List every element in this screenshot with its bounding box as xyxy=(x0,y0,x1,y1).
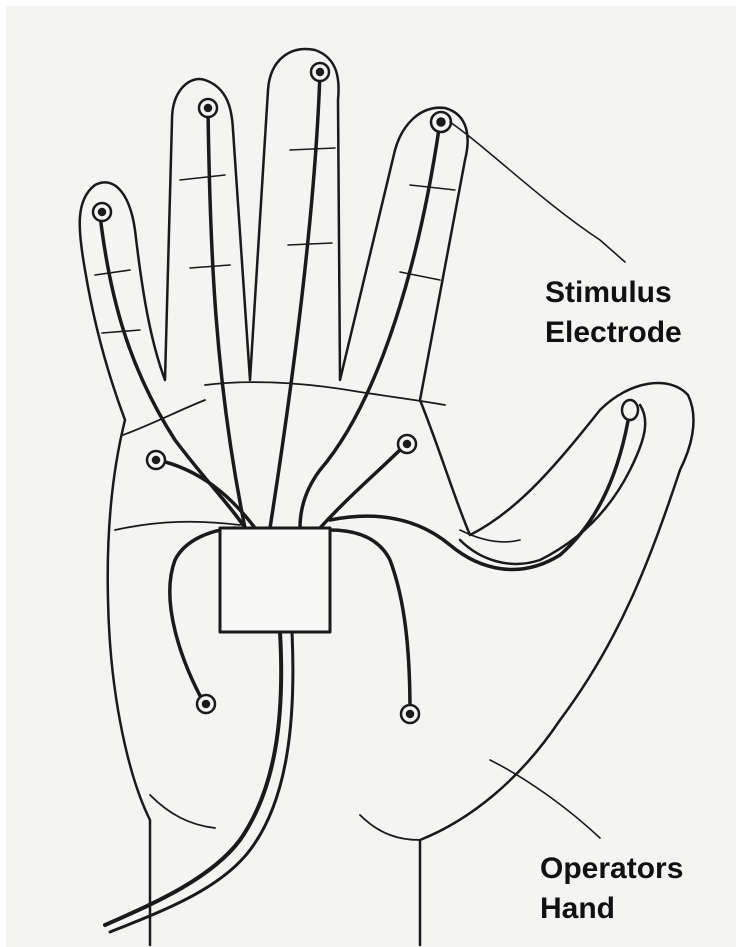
operators-hand-label-line2: Hand xyxy=(540,892,615,926)
leader-operator xyxy=(490,760,600,838)
wire-thumb xyxy=(330,410,630,569)
wire-palm-left xyxy=(158,460,255,528)
cable xyxy=(105,632,281,925)
wrist-line xyxy=(150,795,215,828)
electrode-wires xyxy=(100,72,630,932)
wire-middle-1 xyxy=(208,110,245,528)
wire-middle-2 xyxy=(270,72,320,528)
wire-lower-right xyxy=(330,530,410,712)
stimulus-electrode-label-line1: Stimulus xyxy=(545,276,672,310)
leader-stimulus xyxy=(450,122,625,262)
connector-box xyxy=(220,528,330,632)
palm-crease-2 xyxy=(123,400,205,435)
wire-ring xyxy=(300,122,440,528)
hand-outline xyxy=(80,49,694,945)
electrode-thumb xyxy=(622,400,638,420)
wire-index xyxy=(100,215,245,528)
stimulus-electrode-label-line2: Electrode xyxy=(545,316,682,350)
operators-hand-label-line1: Operators xyxy=(540,852,683,886)
palm-crease-3 xyxy=(205,382,445,405)
thumb-crease xyxy=(360,815,420,840)
